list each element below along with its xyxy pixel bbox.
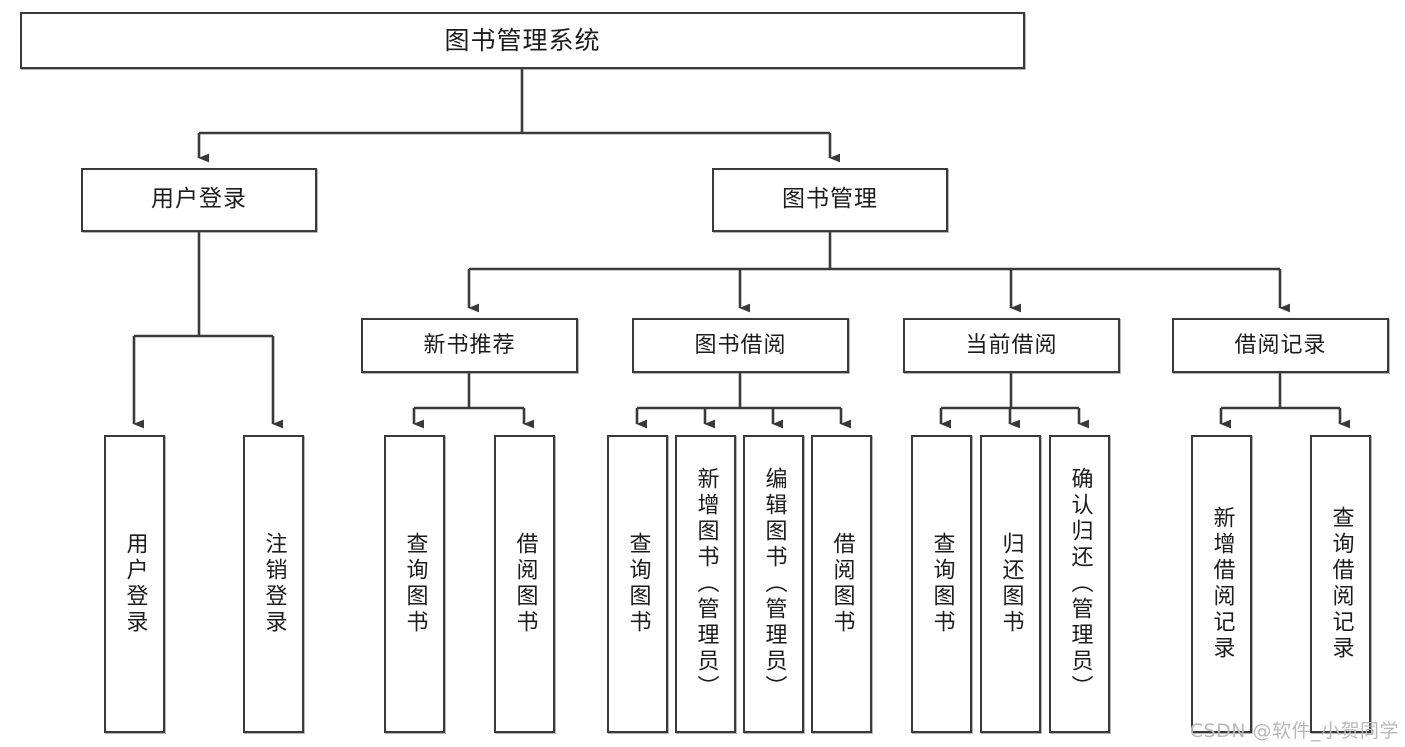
node-label: 用户登录 [151,186,247,213]
node-label: 确认归还（管理员） [1067,467,1093,701]
node-current-borrow[interactable]: 当前借阅 [903,318,1120,373]
leaf-node-return-book[interactable]: 归还图书 [980,435,1041,733]
node-label: 新书推荐 [423,332,516,358]
node-label: 当前借阅 [965,332,1058,358]
leaf-node-edit-book[interactable]: 编辑图书（管理员） [743,435,804,733]
node-label: 图书管理系统 [444,25,601,55]
leaf-node-user-logout[interactable]: 注销登录 [243,435,304,733]
node-label: 归还图书 [998,532,1024,636]
node-label: 借阅图书 [512,532,538,636]
node-label: 图书借阅 [694,332,787,358]
leaf-node-borrow-book[interactable]: 借阅图书 [811,435,872,733]
node-label: 查询图书 [625,532,651,636]
leaf-node-confirm-return[interactable]: 确认归还（管理员） [1049,435,1110,733]
node-user-login[interactable]: 用户登录 [81,168,317,232]
node-label: 查询图书 [929,532,955,636]
node-label: 新增图书（管理员） [693,467,719,701]
node-label: 借阅图书 [829,532,855,636]
node-label: 注销登录 [261,532,287,636]
leaf-node-query-borrow-record[interactable]: 查询借阅记录 [1310,435,1371,733]
node-new-book-recommend[interactable]: 新书推荐 [361,318,578,373]
leaf-node-user-login[interactable]: 用户登录 [104,435,165,733]
node-label: 编辑图书（管理员） [761,467,787,701]
leaf-node-add-borrow-record[interactable]: 新增借阅记录 [1191,435,1252,733]
node-label: 查询借阅记录 [1328,506,1354,662]
node-label: 用户登录 [122,532,148,636]
node-borrow-record[interactable]: 借阅记录 [1172,318,1389,373]
node-label: 查询图书 [402,532,428,636]
leaf-node-query-book-borrow[interactable]: 查询图书 [607,435,668,733]
csdn-watermark: CSDN @软件_小贺同学 [1189,720,1399,742]
node-label: 新增借阅记录 [1209,506,1235,662]
leaf-node-borrow-book-recommend[interactable]: 借阅图书 [494,435,555,733]
node-label: 借阅记录 [1234,332,1327,358]
node-label: 图书管理 [782,186,878,213]
node-book-borrow[interactable]: 图书借阅 [632,318,849,373]
node-book-management[interactable]: 图书管理 [712,168,948,232]
leaf-node-add-book[interactable]: 新增图书（管理员） [675,435,736,733]
node-root-book-management-system[interactable]: 图书管理系统 [20,12,1025,69]
leaf-node-query-book-current[interactable]: 查询图书 [911,435,972,733]
leaf-node-query-book-recommend[interactable]: 查询图书 [384,435,445,733]
